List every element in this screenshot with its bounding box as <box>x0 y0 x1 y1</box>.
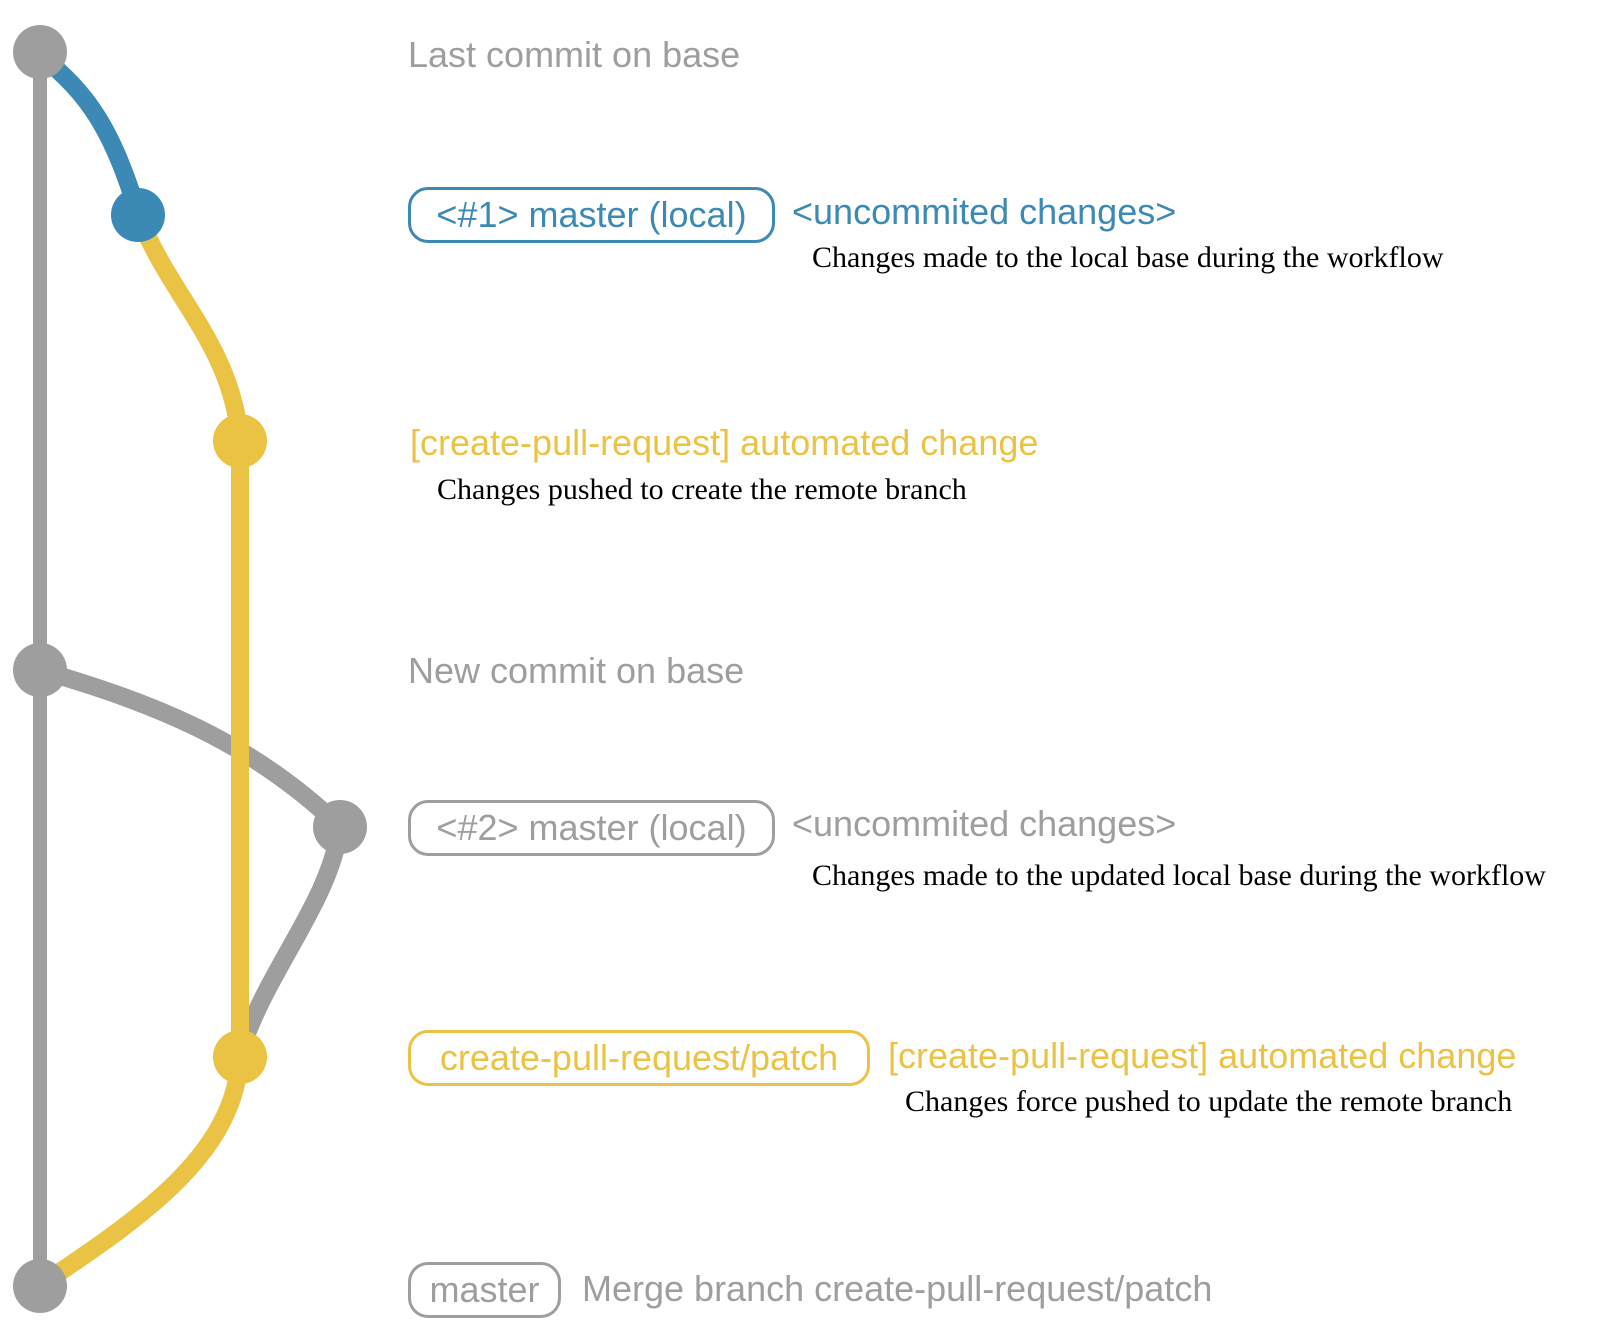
branch-badge-master-local-1: <#1> master (local) <box>408 187 775 243</box>
uncommitted-changes-label-1: <uncommited changes> <box>792 191 1177 232</box>
commit-message-automated-change-2: [create-pull-request] automated change <box>888 1035 1517 1076</box>
uncommitted-changes-label-2: <uncommited changes> <box>792 803 1177 844</box>
branch-badge-master-local-2: <#2> master (local) <box>408 800 775 856</box>
description-force-push-update-remote: Changes force pushed to update the remot… <box>905 1085 1513 1118</box>
local-master-1-branch-curve <box>31 46 147 222</box>
branch-badge-master: master <box>408 1262 561 1318</box>
commit-message-automated-change-1: [create-pull-request] automated change <box>410 422 1039 463</box>
commit-dot-uncommitted-changes-1 <box>111 188 165 242</box>
commit-dot-last-commit-on-base <box>13 25 67 79</box>
commit-dot-automated-change-1 <box>213 414 267 468</box>
commit-dot-automated-change-2 <box>213 1030 267 1084</box>
commit-message-merge-branch: Merge branch create-pull-request/patch <box>582 1268 1213 1309</box>
commit-dot-merge-commit <box>13 1259 67 1313</box>
description-push-create-remote: Changes pushed to create the remote bran… <box>437 473 967 506</box>
caption-new-commit-on-base: New commit on base <box>408 650 745 691</box>
commit-dot-uncommitted-changes-2 <box>313 800 367 854</box>
description-local-changes-1: Changes made to the local base during th… <box>812 241 1444 274</box>
branch-badge-create-pull-request-patch: create-pull-request/patch <box>408 1030 870 1086</box>
patch-branch-curve <box>36 206 249 1291</box>
description-local-changes-2: Changes made to the updated local base d… <box>812 859 1546 892</box>
local-master-2-branch-curve <box>31 661 350 1059</box>
caption-last-commit-on-base: Last commit on base <box>408 34 741 75</box>
commit-dot-new-commit-on-base <box>13 643 67 697</box>
